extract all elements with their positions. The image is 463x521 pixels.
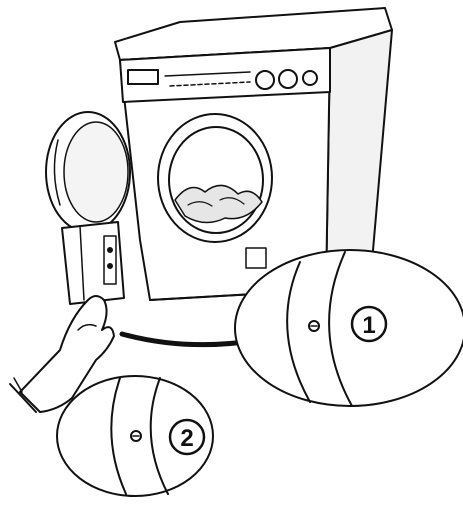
callout-1-label: 1 bbox=[362, 312, 375, 339]
callout-2: 2 bbox=[170, 420, 204, 454]
door-icon bbox=[46, 112, 130, 232]
callout-2-label: 2 bbox=[180, 425, 193, 452]
door-latch-housing bbox=[62, 222, 124, 304]
detail-bubble-1 bbox=[235, 250, 463, 406]
callout-1: 1 bbox=[352, 307, 386, 341]
